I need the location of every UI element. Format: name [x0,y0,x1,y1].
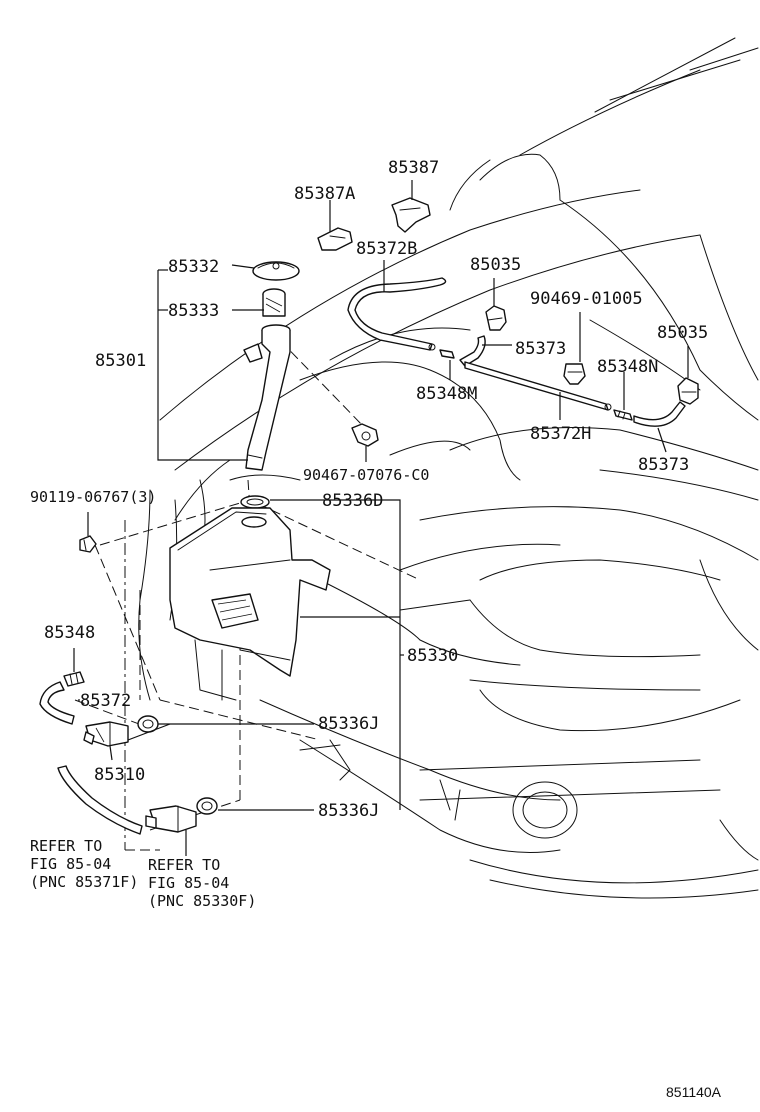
hose-85372B [347,277,447,351]
ref-note-1-line-3: (PNC 85371F) [30,873,138,891]
label-85348: 85348 [44,623,95,643]
label-85035-right: 85035 [657,323,708,343]
label-85372: 85372 [80,691,131,711]
ref-note-2-line-1: REFER TO [148,856,220,874]
label-85348N: 85348N [597,357,658,377]
pump-85310 [83,721,129,747]
label-85348M: 85348M [416,384,477,404]
label-85373-upper: 85373 [515,339,566,359]
bolt-90119 [79,535,97,553]
figure-code: 851140A [666,1084,722,1100]
label-85301: 85301 [95,351,146,371]
leader-lines [73,180,689,856]
label-90467-07076-C0: 90467-07076-C0 [303,466,429,484]
label-85336D: 85336D [322,491,383,511]
ref-note-1-line-1: REFER TO [30,837,102,855]
filler-inlet-85301 [243,324,291,471]
pump-85330F [145,805,197,833]
label-85372B: 85372B [356,239,417,259]
ref-note-2-line-3: (PNC 85330F) [148,892,256,910]
hose-85373-left [439,335,486,367]
joint-85348N [613,409,633,421]
hose-85372H [464,361,612,411]
clip-90467 [351,423,379,447]
reference-notes: REFER TO FIG 85-04 (PNC 85371F) REFER TO… [30,837,256,910]
tank-cap-85332 [252,261,300,281]
joint-85348 [63,671,85,687]
label-85310: 85310 [94,765,145,785]
grommet-85336J-lower [196,797,218,815]
label-85336J-lower: 85336J [318,801,379,821]
vehicle-body-outline [138,37,759,899]
nozzle-85035-right [677,377,699,405]
label-85373-lower: 85373 [638,455,689,475]
label-85333: 85333 [168,301,219,321]
clip-90469 [563,363,586,385]
label-90469-01005: 90469-01005 [530,289,643,309]
seal-85336D [240,495,270,509]
label-85035-left: 85035 [470,255,521,275]
washer-tank-85330 [169,507,331,701]
filler-cap-85333 [262,288,286,317]
label-85387: 85387 [388,158,439,178]
label-90119-06767: 90119-06767(3) [30,488,156,506]
label-85332: 85332 [168,257,219,277]
label-85336J-upper: 85336J [318,714,379,734]
hose-lower-left [57,765,143,835]
part-labels: 85387 85387A 85372B 85332 85333 85301 85… [30,158,708,821]
washer-nozzle-85387A [317,227,353,251]
label-85330: 85330 [407,646,458,666]
hose-85373-right [633,401,686,427]
ref-note-1-line-2: FIG 85-04 [30,855,111,873]
nozzle-85035-left [485,305,507,331]
label-85387A: 85387A [294,184,355,204]
label-85372H: 85372H [530,424,591,444]
hose-85372 [39,681,75,725]
washer-nozzle-85387 [391,197,431,233]
ref-note-2-line-2: FIG 85-04 [148,874,229,892]
